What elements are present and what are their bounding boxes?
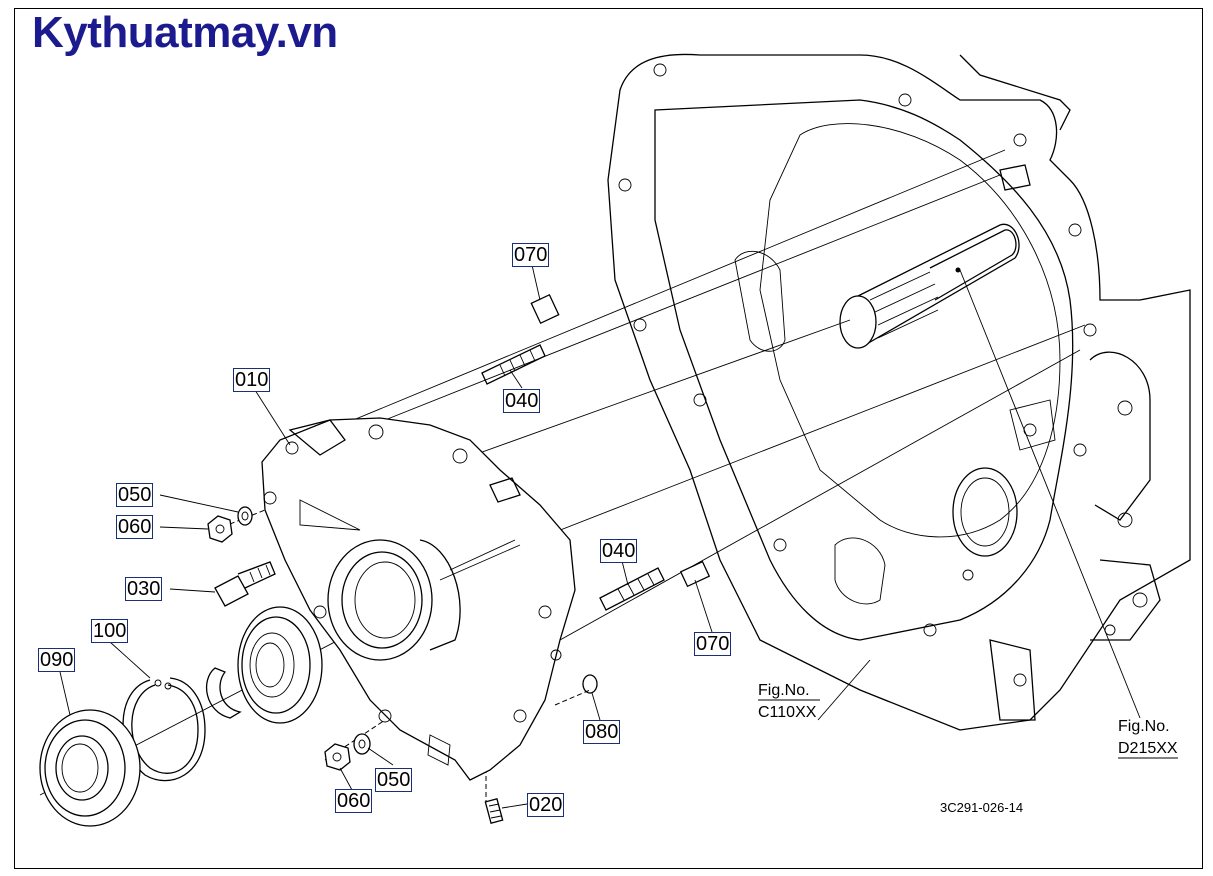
diagram-frame: [14, 8, 1203, 869]
stud-040-top: [481, 344, 546, 385]
fig-ref-d215-label: Fig.No.: [1118, 718, 1170, 735]
callout-040-mid[interactable]: 040: [600, 539, 638, 563]
callout-050-bottom[interactable]: 050: [375, 768, 413, 792]
brand-watermark: Kythuatmay.vn: [32, 8, 338, 57]
callout-010[interactable]: 010: [233, 368, 271, 392]
ball-bearing: [237, 606, 323, 724]
nut-060-bottom: [324, 743, 351, 771]
drawing-code: 3C291-026-14: [940, 800, 1024, 815]
nut-060-top: [207, 515, 233, 543]
o-ring-080: [582, 674, 598, 694]
fig-ref-c110-code[interactable]: C110XX: [758, 704, 817, 721]
callout-020[interactable]: 020: [527, 793, 565, 817]
screw-020: [484, 798, 504, 824]
front-cover-010: [261, 417, 576, 781]
callout-040-top[interactable]: 040: [503, 389, 541, 413]
washer-050-top: [237, 506, 253, 526]
callout-060-top[interactable]: 060: [116, 515, 154, 539]
plug-030: [214, 561, 276, 607]
leader-lines: [59, 264, 1178, 809]
stud-040-mid: [599, 567, 665, 611]
circlip-100: [122, 677, 206, 782]
callout-100[interactable]: 100: [91, 619, 129, 643]
callout-080[interactable]: 080: [583, 720, 621, 744]
callout-030[interactable]: 030: [125, 577, 163, 601]
callout-070-mid[interactable]: 070: [694, 632, 732, 656]
callout-050-top[interactable]: 050: [116, 483, 154, 507]
washer-050-bottom: [353, 733, 371, 755]
callout-090[interactable]: 090: [38, 648, 76, 672]
snap-ring-inner: [206, 667, 242, 719]
callout-060-bottom[interactable]: 060: [335, 789, 373, 813]
pin-070-mid: [679, 560, 711, 588]
callout-070-top[interactable]: 070: [512, 243, 550, 267]
fig-ref-d215-code[interactable]: D215XX: [1118, 740, 1178, 757]
oil-seal-090: [39, 709, 141, 827]
fig-ref-c110-label: Fig.No.: [758, 682, 810, 699]
pin-070-top: [530, 293, 560, 325]
splined-shaft: [839, 223, 1020, 349]
transmission-housing: [607, 53, 1191, 731]
assembly-lines: [39, 149, 1086, 805]
